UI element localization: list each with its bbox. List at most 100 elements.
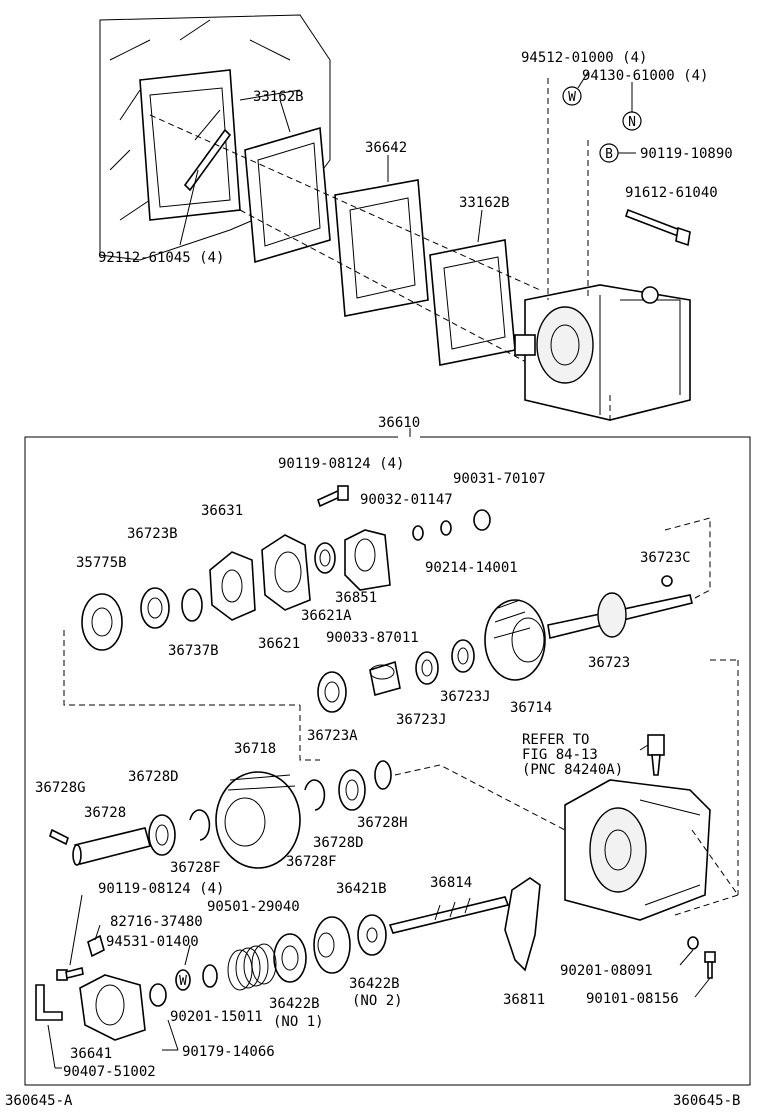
label-36723b: 36723B [127, 526, 178, 542]
label-90214: 90214-14001 [425, 560, 518, 576]
needle-bearing-36723j-b [415, 651, 439, 685]
label-36621a: 36621A [301, 608, 352, 624]
label-90119-08124-b: 90119-08124 (4) [98, 881, 224, 897]
marker-b: B [599, 143, 636, 163]
label-90033-87011: 90033-87011 [326, 630, 419, 646]
label-90407-51002: 90407-51002 [63, 1064, 156, 1080]
plug-84240a [647, 734, 665, 776]
snap-ring-36728f-a [189, 809, 211, 841]
label-90031-70107: 90031-70107 [453, 471, 546, 487]
label-94130-61000: 94130-61000 (4) [582, 68, 708, 84]
bolt-90119-08124-b [56, 967, 84, 981]
label-36621: 36621 [258, 636, 300, 652]
label-no1: (NO 1) [273, 1014, 324, 1030]
pto-housing [564, 779, 711, 921]
bolt-90101-08156 [704, 951, 716, 979]
bearing-36728d-b [338, 769, 366, 811]
label-36728g: 36728G [35, 780, 86, 796]
marker-w-washer: W [175, 969, 191, 991]
label-pnc-84240a: (PNC 84240A) [522, 762, 623, 778]
label-36422b-no2: 36422B [349, 976, 400, 992]
washer-90214 [440, 520, 452, 536]
label-36631: 36631 [201, 503, 243, 519]
label-35775b: 35775B [76, 555, 127, 571]
label-90119-10890: 90119-10890 [640, 146, 733, 162]
label-36728f-b: 36728F [286, 854, 337, 870]
bearing-retainer-36621 [261, 534, 311, 611]
marker-n: N [622, 111, 642, 131]
washer-90201-08091 [687, 936, 699, 950]
pin-36728g [49, 828, 69, 846]
label-36811: 36811 [503, 992, 545, 1008]
label-36610: 36610 [378, 415, 420, 431]
label-36728f-a: 36728F [170, 860, 221, 876]
label-refer-to: REFER TO [522, 732, 589, 748]
needle-bearing-36723j-a [451, 639, 475, 673]
label-92112-61045: 92112-61045 (4) [98, 250, 224, 266]
label-33162b-lower: 33162B [459, 195, 510, 211]
svg-text:W: W [179, 974, 187, 989]
label-90501-29040: 90501-29040 [207, 899, 300, 915]
shift-shaft-36814 [388, 896, 510, 934]
bolt-90119-08124 [317, 485, 349, 508]
snap-ring-36728f-b [304, 779, 326, 811]
bearing-36723b [140, 587, 170, 629]
label-fig-84-13: FIG 84-13 [522, 747, 598, 763]
shim-36728h [374, 760, 392, 790]
label-360645-b: 360645-B [673, 1093, 740, 1109]
cover-36641 [79, 974, 146, 1041]
label-36814: 36814 [430, 875, 472, 891]
cap-35775b [81, 593, 123, 651]
gasket-33162b-lower [429, 209, 516, 366]
label-33162b-top: 33162B [253, 89, 304, 105]
shim-36737b [181, 588, 203, 622]
label-36723a: 36723A [307, 728, 358, 744]
label-36723j-b: 36723J [396, 712, 447, 728]
label-36728: 36728 [84, 805, 126, 821]
marker-w: W [562, 86, 582, 106]
stud-bolt [179, 128, 232, 246]
svg-text:B: B [605, 147, 613, 162]
cover-36851 [344, 529, 391, 591]
label-90201-08091: 90201-08091 [560, 963, 653, 979]
label-90201-15011: 90201-15011 [170, 1009, 263, 1025]
bolt-91612 [624, 208, 691, 247]
spacer-90033 [369, 660, 401, 697]
label-91612-61040: 91612-61040 [625, 185, 718, 201]
label-82716-37480: 82716-37480 [110, 914, 203, 930]
elbow-90407 [35, 984, 63, 1021]
label-94512-01000: 94512-01000 (4) [521, 50, 647, 66]
label-36723j-a: 36723J [440, 689, 491, 705]
label-94531-01400: 94531-01400 [106, 934, 199, 950]
piston-36421b [313, 916, 351, 974]
nut-90031 [473, 509, 491, 531]
gasket-33162b-top [244, 99, 331, 264]
piston-36422b-no2 [357, 914, 387, 956]
washer-90032 [412, 525, 424, 541]
oil-seal-36621a [314, 542, 336, 574]
label-36714: 36714 [510, 700, 552, 716]
label-90119-08124: 90119-08124 (4) [278, 456, 404, 472]
label-36728d-a: 36728D [128, 769, 179, 785]
bearing-36728d-a [148, 814, 176, 856]
piston-36422b-no1 [273, 933, 307, 983]
label-36723: 36723 [588, 655, 630, 671]
spring-90501 [227, 943, 277, 991]
label-90179-14066: 90179-14066 [182, 1044, 275, 1060]
label-36641: 36641 [70, 1046, 112, 1062]
label-82716 [87, 934, 105, 958]
svg-text:W: W [568, 90, 576, 105]
label-no2: (NO 2) [352, 993, 403, 1009]
label-36422b-no1: 36422B [269, 996, 320, 1012]
spacer-36642 [334, 155, 429, 317]
svg-text:N: N [628, 115, 636, 130]
label-36718: 36718 [234, 741, 276, 757]
label-90101-08156: 90101-08156 [586, 991, 679, 1007]
gasket-36631 [209, 551, 256, 621]
label-36642: 36642 [365, 140, 407, 156]
label-36421b: 36421B [336, 881, 387, 897]
bearing-36723a [317, 671, 347, 713]
shaft-36723 [547, 575, 693, 639]
shift-fork-36811 [504, 877, 541, 972]
label-36851: 36851 [335, 590, 377, 606]
